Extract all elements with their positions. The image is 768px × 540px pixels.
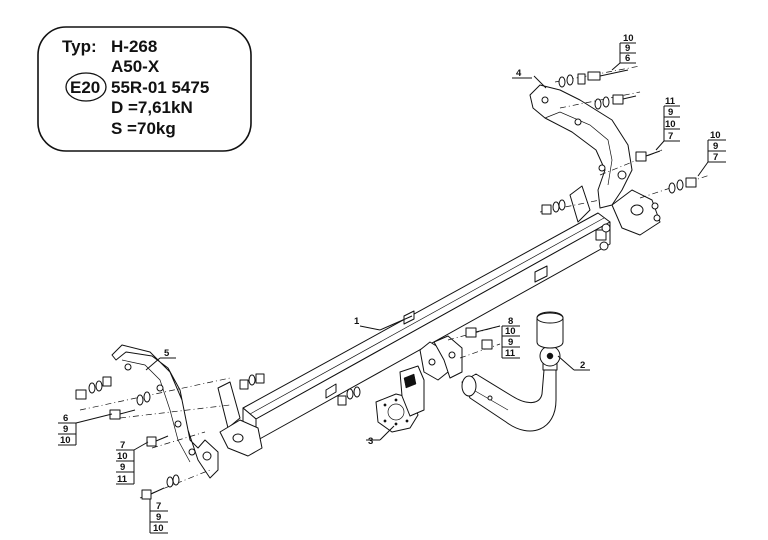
e-mark-circle [65,72,107,102]
callout-left-bottom: 7 9 10 [149,499,168,534]
callout-right-far-3: 7 [713,152,718,163]
ball-neck-part-2 [461,311,564,432]
spec-cert-badge: E20 [70,78,100,97]
socket-plate-part-3 [337,365,425,433]
spec-approval: 55R-01 5475 [111,78,209,97]
spec-type-label: Typ: [62,37,97,56]
left-fasteners [75,376,231,500]
part-label-5: 5 [164,348,170,359]
spec-type-value: H-268 [111,37,157,56]
callout-center-2: 10 [505,326,516,337]
ball-neck-bracket [419,325,501,381]
callout-right-far: 10 9 7 [697,130,726,177]
callout-right-mid-4: 7 [668,131,673,142]
bracket-part-4 [529,84,633,209]
left-crossbar-bracket [217,373,265,457]
callout-left-mid-2: 10 [117,451,128,462]
callout-right-top-3: 6 [625,53,630,64]
right-crossbar-bracket [569,185,661,236]
callout-left-top-3: 10 [60,435,71,446]
spec-d-value: D =7,61kN [111,98,193,117]
spec-s-value: S =70kg [111,119,176,138]
callout-right-top: 10 9 6 [611,33,636,71]
callout-left-mid: 7 10 9 11 [116,440,149,485]
callout-center: 8 10 9 11 [501,316,520,359]
bracket-part-5 [111,344,219,479]
callout-right-mid: 11 9 10 7 [655,96,680,151]
callout-right-mid-3: 10 [665,119,676,130]
right-fasteners [539,65,711,215]
callout-right-mid-2: 9 [668,107,673,118]
callout-left-bottom-1: 7 [156,501,161,512]
callout-center-4: 11 [505,348,516,359]
callout-left-bottom-3: 10 [153,523,164,534]
callout-left-top-1: 6 [63,413,68,424]
part-label-4: 4 [516,68,522,79]
part-label-3: 3 [368,436,373,447]
spec-model: A50-X [111,57,160,76]
callout-left-bottom-2: 9 [156,512,161,523]
callout-left-mid-3: 9 [120,462,125,473]
callout-center-3: 9 [508,337,513,348]
callout-left-mid-4: 11 [117,474,128,485]
part-label-1: 1 [354,316,360,327]
callout-right-far-2: 9 [713,141,718,152]
callout-right-top-2: 9 [625,43,630,54]
part-leaders [145,75,590,441]
callout-left-top: 6 9 10 [58,413,113,446]
callout-right-top-1: 10 [623,33,634,44]
callout-right-far-1: 10 [710,130,721,141]
callout-left-top-2: 9 [63,424,68,435]
callout-center-1: 8 [508,316,513,327]
part-label-2: 2 [580,360,585,371]
callout-right-mid-1: 11 [665,96,676,107]
spec-box: Typ: H-268 A50-X E20 55R-01 5475 D =7,61… [37,26,252,152]
crossbar [242,212,611,442]
callout-left-mid-1: 7 [120,440,125,451]
